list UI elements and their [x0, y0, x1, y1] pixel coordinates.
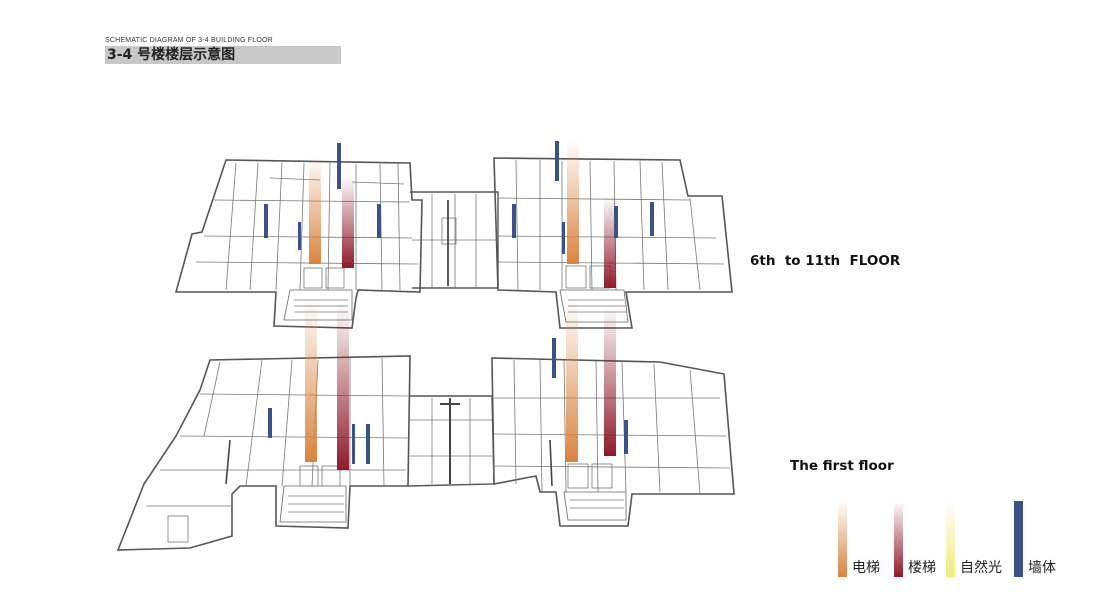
wall-marker: [552, 338, 556, 378]
title-chinese: 3-4 号楼楼层示意图: [105, 46, 341, 64]
stair-shaft-lower-left: [337, 304, 349, 470]
shaft-columns: [305, 140, 616, 470]
legend-swatch-stairs: [894, 501, 903, 577]
upper-right-wing-outline: [493, 157, 733, 329]
lower-floor-plan: [116, 355, 735, 551]
legend-label-elevator: 电梯: [852, 560, 880, 576]
legend-swatch-wall: [1014, 501, 1023, 577]
elevator-shaft-lower-left: [305, 300, 317, 462]
upper-floor-plan: [174, 157, 733, 329]
legend-label-wall: 墙体: [1028, 560, 1056, 576]
stair-shaft-upper-left: [342, 176, 354, 268]
legend-swatch-natural-light: [946, 501, 955, 577]
upper-left-partitions: [195, 162, 419, 321]
stair-shaft-lower-right: [604, 306, 616, 456]
elevator-shaft-lower-right: [566, 300, 578, 462]
wall-marker: [366, 424, 370, 464]
upper-left-wing-outline: [174, 159, 423, 329]
lower-floor-label: The first floor: [790, 458, 894, 474]
title-block: SCHEMATIC DIAGRAM OF 3-4 BUILDING FLOOR …: [105, 36, 341, 64]
title-english: SCHEMATIC DIAGRAM OF 3-4 BUILDING FLOOR: [105, 37, 273, 44]
wall-marker: [264, 204, 268, 238]
elevator-shaft-upper-left: [309, 156, 321, 264]
legend-swatch-elevator: [838, 501, 847, 577]
upper-floor-label: 6th to 11th FLOOR: [750, 253, 901, 269]
lower-right-wing-outline: [491, 357, 735, 527]
wall-marker: [512, 204, 516, 238]
lower-connector-partitions: [410, 398, 492, 484]
upper-connector-partitions: [412, 194, 498, 288]
legend-label-natural-light: 自然光: [960, 560, 1002, 576]
wall-marker: [268, 408, 272, 438]
lower-right-partitions: [493, 359, 731, 521]
stair-shaft-upper-right: [604, 196, 616, 288]
wall-marker: [337, 143, 341, 189]
wall-marker: [352, 424, 355, 464]
wall-marker: [377, 204, 381, 238]
wall-marker: [562, 222, 565, 254]
legend: 电梯 楼梯 自然光 墙体: [834, 497, 1074, 579]
wall-marker: [650, 202, 654, 236]
wall-marker: [614, 206, 618, 238]
wall-marker: [298, 222, 301, 250]
wall-marker: [624, 420, 628, 454]
legend-label-stairs: 楼梯: [908, 560, 936, 576]
wall-markers: [264, 141, 654, 464]
lower-left-wing-outline: [116, 355, 411, 551]
elevator-shaft-upper-right: [567, 140, 579, 264]
wall-marker: [555, 141, 559, 181]
